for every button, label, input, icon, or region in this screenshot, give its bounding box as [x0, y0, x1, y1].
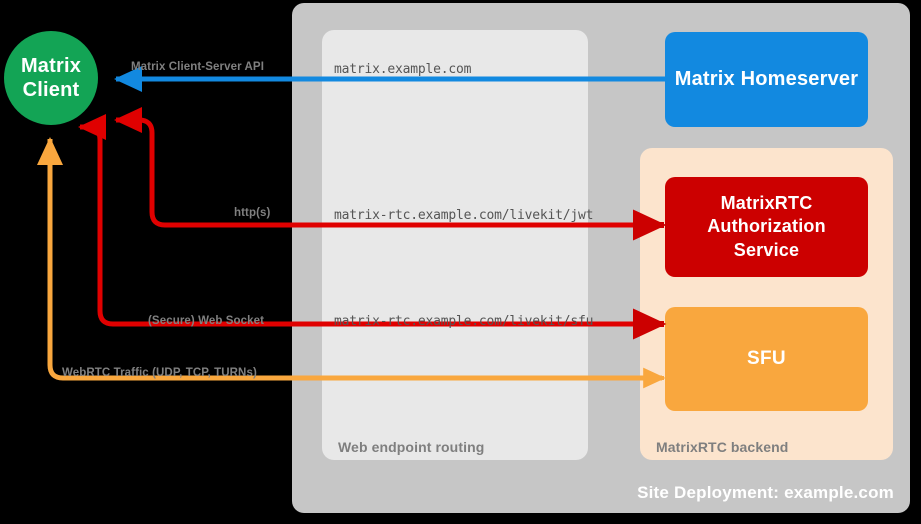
node-matrix-homeserver[interactable]: [665, 32, 868, 127]
endpoint-label-livekit-sfu: matrix-rtc.example.com/livekit/sfu: [334, 314, 594, 329]
endpoint-label-livekit-jwt: matrix-rtc.example.com/livekit/jwt: [334, 208, 594, 223]
node-matrix-client[interactable]: [4, 31, 98, 125]
web-endpoint-routing-container: [322, 30, 588, 460]
node-sfu[interactable]: [665, 307, 868, 411]
matrixrtc-backend-caption: MatrixRTC backend: [656, 439, 789, 455]
edge-websocket-line: [77, 114, 662, 327]
edge-client-server-api-label: Matrix Client-Server API: [131, 61, 264, 73]
edge-webrtc-line: [37, 136, 662, 381]
endpoint-label-matrix-example-com: matrix.example.com: [334, 62, 472, 77]
web-endpoint-routing-caption: Web endpoint routing: [338, 439, 485, 455]
node-matrixrtc-authorization-service[interactable]: [665, 177, 868, 277]
edge-webrtc-label: WebRTC Traffic (UDP, TCP, TURNs): [62, 367, 257, 379]
edge-jwt-label: http(s): [234, 207, 271, 219]
edge-jwt-line: [113, 107, 662, 228]
site-deployment-caption: Site Deployment: example.com: [637, 483, 894, 502]
edge-websocket-label: (Secure) Web Socket: [148, 315, 265, 327]
